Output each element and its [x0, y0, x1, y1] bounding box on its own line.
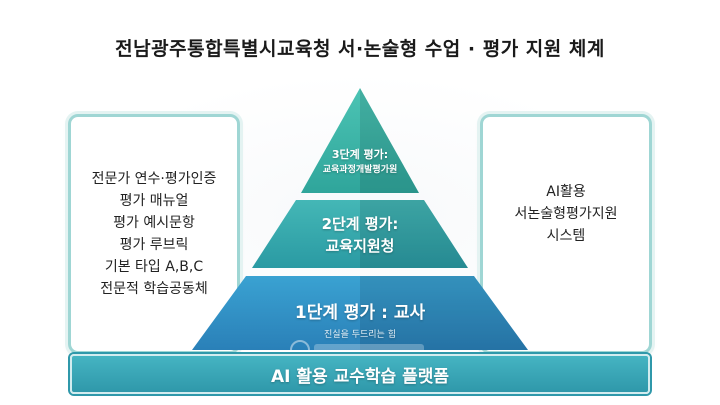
tier1-tagline: 진실을 두드리는 힘 — [324, 330, 396, 340]
left-box-frame — [68, 114, 240, 354]
right-box-frame — [480, 114, 652, 354]
left-box-item: 평가 매뉴얼 — [119, 193, 189, 209]
tier3-label: 3단계 평가: — [331, 148, 389, 161]
left-box-item: 기본 타입 A,B,C — [104, 259, 204, 275]
left-box-list: 전문가 연수·평가인증 평가 매뉴얼 평가 예시문항 평가 루브릭 기본 타입 … — [92, 168, 217, 300]
pyramid-tier3-shape — [301, 88, 419, 193]
right-box-item: 시스템 — [546, 228, 586, 244]
pyramid-tier2-shade — [360, 200, 468, 268]
left-support-box: 전문가 연수·평가인증 평가 매뉴얼 평가 예시문항 평가 루브릭 기본 타입 … — [68, 114, 240, 354]
right-box-item: AI활용 — [546, 184, 586, 200]
pyramid-tier1-shade — [360, 276, 528, 350]
right-box-list: AI활용 서논술형평가지원 시스템 — [514, 181, 617, 247]
right-box-item: 서논술형평가지원 — [514, 206, 618, 222]
left-box-item: 평가 예시문항 — [113, 215, 195, 231]
tier2-sub: 교육지원청 — [325, 237, 395, 255]
left-box-item: 평가 루브릭 — [119, 237, 189, 253]
ai-platform-bar: AI 활용 교수학습 플랫폼 — [70, 354, 650, 394]
platform-label: AI 활용 교수학습 플랫폼 — [271, 366, 449, 387]
tier2-label: 2단계 평가: — [321, 215, 399, 233]
pyramid-tier2-shape — [252, 200, 468, 268]
right-support-box: AI활용 서논술형평가지원 시스템 — [480, 114, 652, 354]
tier3-sub: 교육과정개발평가원 — [322, 165, 398, 175]
pyramid-tier3-shade — [360, 88, 419, 193]
page-title: 전남광주통합특별시교육청 서·논술형 수업 · 평가 지원 체계 — [115, 38, 605, 60]
pyramid-tier1-shape — [192, 276, 528, 350]
left-box-item: 전문가 연수·평가인증 — [91, 171, 217, 187]
tier1-label: 1단계 평가 : 교사 — [294, 303, 426, 323]
left-box-item: 전문적 학습공동체 — [100, 281, 208, 297]
